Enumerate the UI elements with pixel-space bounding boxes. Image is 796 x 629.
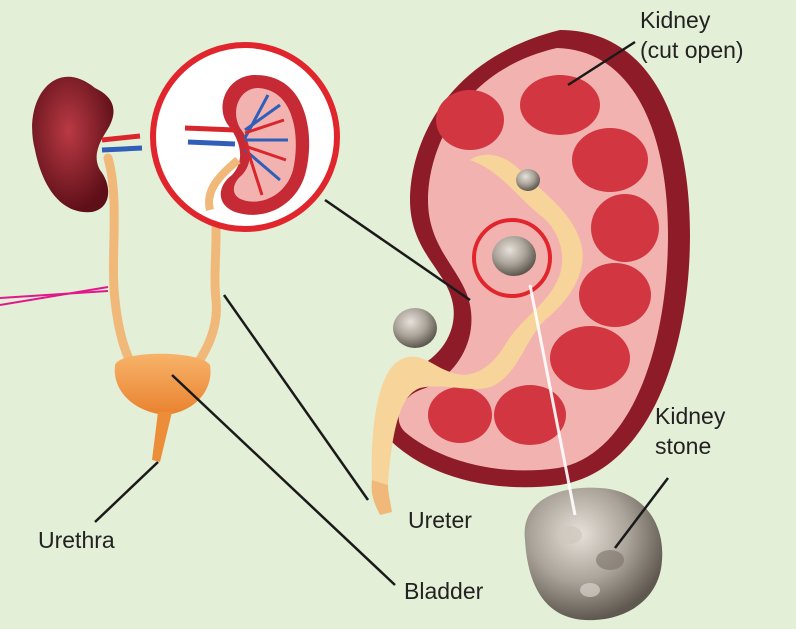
small-kidney-left	[32, 77, 142, 212]
stray-pointer-lines	[0, 287, 108, 305]
bladder-label: Bladder	[404, 577, 483, 607]
kidney-cut-open-label: Kidney (cut open)	[640, 6, 744, 66]
ureter-label: Ureter	[408, 506, 472, 536]
kidney-label-line1: Kidney	[640, 6, 744, 36]
urethra-shape	[152, 412, 172, 462]
pointer-bladder	[172, 375, 395, 585]
pointer-ureter	[224, 295, 368, 500]
stone-label-line1: Kidney	[655, 402, 725, 432]
bladder-shape	[115, 354, 211, 415]
kidney-stone-label: Kidney stone	[655, 402, 725, 462]
urethra-label: Urethra	[38, 526, 115, 556]
kidney-label-line2: (cut open)	[640, 36, 744, 66]
large-kidney-cross-section	[372, 30, 690, 515]
stone-label-line2: stone	[655, 432, 725, 462]
highlighted-kidney-circle	[153, 45, 337, 229]
pointer-urethra	[95, 462, 158, 522]
